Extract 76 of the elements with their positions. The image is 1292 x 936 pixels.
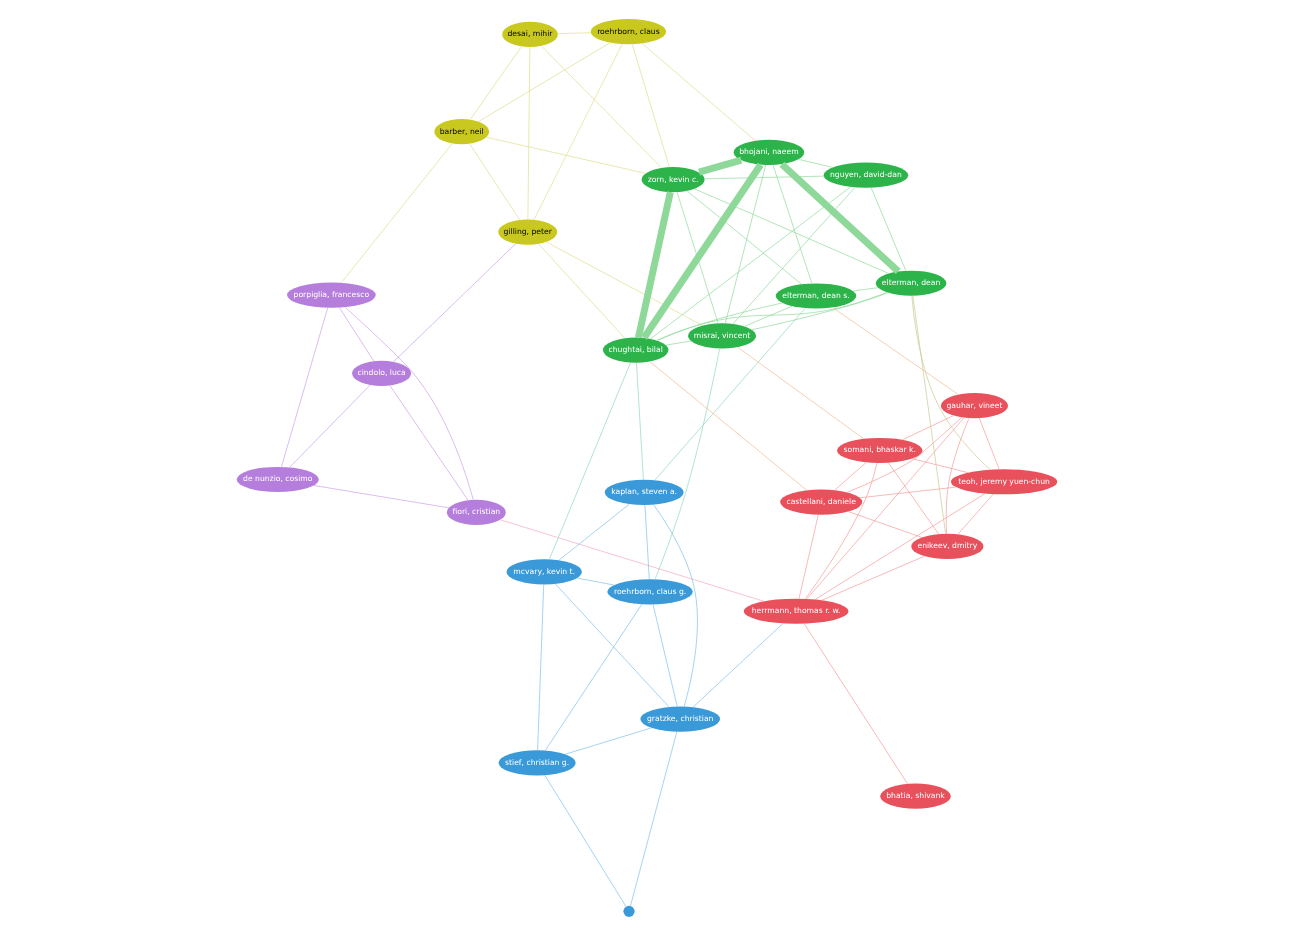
connector <box>485 136 645 174</box>
connector <box>869 187 906 272</box>
connector <box>750 292 887 331</box>
connector <box>675 191 718 324</box>
connector <box>846 511 922 538</box>
connector <box>833 462 866 491</box>
connector <box>944 418 969 535</box>
connector <box>911 458 968 473</box>
connector <box>499 519 764 602</box>
connector <box>557 503 629 561</box>
connector <box>537 243 625 339</box>
connector <box>703 175 824 180</box>
connector <box>312 485 449 509</box>
connector <box>653 307 805 481</box>
connector <box>697 156 742 176</box>
connector <box>343 306 473 501</box>
connector <box>634 191 673 339</box>
connector <box>978 417 999 470</box>
connector <box>554 583 669 708</box>
connector <box>649 186 850 340</box>
connector <box>664 340 690 346</box>
connector <box>543 774 626 907</box>
connector <box>468 143 520 221</box>
connector <box>956 493 993 535</box>
connector <box>851 287 878 292</box>
connector <box>548 362 630 560</box>
connector <box>691 623 783 708</box>
connector <box>288 384 370 468</box>
connector <box>630 43 669 168</box>
connector <box>564 727 651 755</box>
connector <box>280 307 328 468</box>
connector <box>629 731 677 907</box>
connector <box>477 42 610 122</box>
connector <box>544 241 702 326</box>
connector <box>797 159 833 168</box>
connector <box>804 462 877 600</box>
connector <box>736 346 863 440</box>
connector <box>911 295 945 534</box>
connector <box>526 46 530 220</box>
connector <box>640 43 755 142</box>
connector <box>858 486 956 499</box>
connector <box>910 295 990 470</box>
connector <box>771 164 812 284</box>
connector <box>887 462 939 535</box>
connector <box>651 604 677 707</box>
connector <box>653 348 719 580</box>
connector <box>643 504 649 580</box>
connector <box>797 514 818 599</box>
connector <box>693 188 889 274</box>
connector <box>556 32 591 34</box>
connector <box>540 45 661 168</box>
connector <box>802 623 907 785</box>
connector <box>743 305 792 327</box>
connector <box>820 555 924 601</box>
connector <box>723 164 766 324</box>
connector <box>338 307 374 362</box>
connector <box>388 385 468 501</box>
connector <box>635 362 643 481</box>
connector <box>392 243 516 363</box>
connector <box>778 161 900 274</box>
connector <box>468 46 521 120</box>
connector <box>544 603 642 751</box>
connector <box>831 307 958 395</box>
connector <box>339 143 452 284</box>
connector <box>805 417 964 600</box>
connector <box>532 43 622 220</box>
connector <box>845 417 962 493</box>
connector <box>575 577 614 586</box>
connector <box>901 415 953 441</box>
connector <box>536 584 544 751</box>
connector <box>652 504 697 707</box>
connector <box>648 361 806 491</box>
connector <box>655 302 782 341</box>
node-circle <box>622 905 634 917</box>
connector <box>685 190 801 285</box>
connector <box>655 292 888 341</box>
